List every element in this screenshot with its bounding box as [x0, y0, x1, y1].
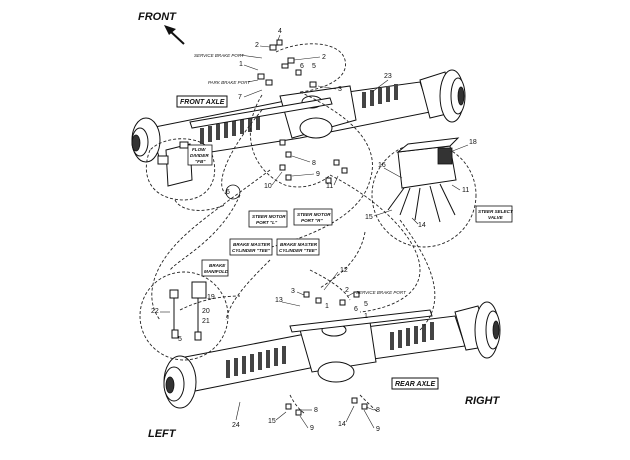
item-number: 21 [202, 318, 210, 325]
item-number: 24 [232, 422, 240, 429]
item-number: 3 [338, 86, 342, 93]
brake-manifold-block [169, 281, 207, 341]
item-number: 23 [384, 73, 392, 80]
item-number: 14 [418, 222, 426, 229]
item-number: 11 [326, 183, 333, 190]
item-number: 16 [378, 162, 386, 169]
svg-text:BRAKE: BRAKE [209, 263, 226, 268]
left-side-label: LEFT [148, 428, 177, 440]
brake-master-cylinder-tee-right-callout: BRAKE MASTER CYLINDER "TEE" [276, 238, 320, 256]
item-number: 12 [340, 267, 348, 274]
item-number: 5 [364, 301, 368, 308]
steer-select-valve-callout: STEER SELECT VALVE [475, 205, 514, 223]
brake-master-cylinder-tee-left-callout: BRAKE MASTER CYLINDER "TEE" [229, 238, 273, 256]
item-numbers: 4 2 2 1 6 5 7 3 23 8 9 10 11 6 18 16 11 … [151, 28, 477, 433]
item-number: 4 [278, 28, 282, 35]
item-number: 9 [316, 171, 320, 178]
svg-text:FLOW: FLOW [192, 147, 206, 152]
steer-motor-port-l-callout: STEER MOTOR PORT "L" [248, 210, 288, 228]
brake-manifold-callout: BRAKE MANIFOLD [201, 259, 229, 277]
item-number: 5 [178, 336, 182, 343]
svg-text:BRAKE MASTER: BRAKE MASTER [280, 242, 318, 247]
item-number: 11 [462, 187, 469, 194]
flow-divider-block [157, 141, 193, 187]
svg-text:STEER MOTOR: STEER MOTOR [297, 212, 331, 217]
rear-axle-assembly [163, 301, 501, 409]
svg-text:STEER MOTOR: STEER MOTOR [252, 214, 286, 219]
item-number: 6 [354, 306, 358, 313]
svg-text:REAR AXLE: REAR AXLE [395, 381, 436, 388]
right-side-label: RIGHT [465, 395, 501, 407]
item-number: 2 [322, 54, 326, 61]
svg-text:CYLINDER "TEE": CYLINDER "TEE" [232, 248, 271, 253]
hydraulic-lines [151, 43, 436, 414]
brake-manifold-detail-circle [139, 271, 229, 361]
service-brake-port-label-front: SERVICE BRAKE PORT [194, 53, 245, 58]
item-number: 6 [226, 189, 230, 196]
svg-text:VALVE: VALVE [488, 215, 504, 220]
item-number: 5 [312, 63, 316, 70]
item-number: 15 [365, 214, 373, 221]
item-number: 1 [239, 61, 243, 68]
item-number: 8 [312, 160, 316, 167]
item-number: 6 [300, 63, 304, 70]
item-number: 1 [364, 313, 368, 320]
item-number: 15 [268, 418, 276, 425]
svg-text:PORT "R": PORT "R" [301, 218, 323, 223]
item-number: 14 [338, 421, 346, 428]
steer-motor-port-r-callout: STEER MOTOR PORT "R" [293, 208, 333, 226]
svg-text:"FB": "FB" [195, 159, 206, 164]
item-number: 8 [376, 407, 380, 414]
item-number: 19 [207, 294, 215, 301]
svg-text:STEER SELECT: STEER SELECT [478, 209, 514, 214]
rear-axle-label-box: REAR AXLE [391, 377, 439, 390]
item-number: 2 [345, 287, 349, 294]
park-brake-port-label: PARK BRAKE PORT [208, 80, 251, 85]
fittings [257, 39, 368, 416]
item-number: 13 [275, 297, 283, 304]
item-number: 10 [264, 183, 272, 190]
steer-select-detail-circle [371, 142, 477, 248]
item-number: 20 [202, 308, 210, 315]
svg-text:CYLINDER "TEE": CYLINDER "TEE" [279, 248, 318, 253]
flow-divider-detail-circle [145, 138, 216, 201]
flow-divider-callout: FLOW DIVIDER "FB" [187, 144, 213, 166]
svg-text:MANIFOLD: MANIFOLD [204, 269, 229, 274]
item-number: 18 [469, 139, 477, 146]
item-number: 9 [310, 425, 314, 432]
item-number: 9 [376, 426, 380, 433]
service-brake-port-label-rear: SERVICE BRAKE PORT [356, 290, 407, 295]
svg-text:DIVIDER: DIVIDER [190, 153, 209, 158]
front-direction-label: FRONT [138, 11, 177, 23]
arrow-up-left-icon [164, 25, 185, 45]
item-number: 22 [151, 308, 159, 315]
item-number: 2 [255, 42, 259, 49]
svg-text:PORT "L": PORT "L" [256, 220, 278, 225]
item-number: 7 [238, 94, 242, 101]
front-axle-assembly [131, 69, 466, 163]
item-number: 8 [314, 407, 318, 414]
steer-select-valve [387, 137, 460, 223]
item-number: 1 [325, 303, 329, 310]
item-number: 3 [291, 288, 295, 295]
svg-text:FRONT AXLE: FRONT AXLE [180, 99, 225, 106]
svg-text:BRAKE MASTER: BRAKE MASTER [233, 242, 271, 247]
front-axle-label-box: FRONT AXLE [176, 95, 228, 108]
